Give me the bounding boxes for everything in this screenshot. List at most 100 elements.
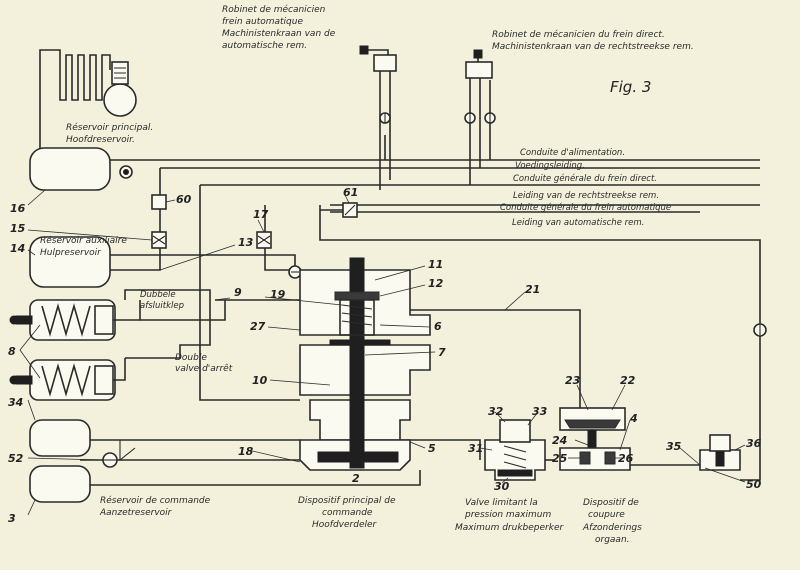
num-60: 60 bbox=[176, 193, 192, 206]
num-22: 22 bbox=[620, 374, 636, 387]
num-19: 19 bbox=[270, 288, 286, 301]
num-7: 7 bbox=[438, 346, 446, 359]
num-3: 3 bbox=[8, 512, 16, 525]
leader-lines bbox=[19, 189, 746, 516]
num-36: 36 bbox=[746, 437, 762, 450]
label-limiter-1: Valve limitant la bbox=[465, 498, 538, 508]
num-27: 27 bbox=[250, 320, 266, 333]
label-aux-res-2: Hulpreservoir bbox=[40, 248, 102, 258]
brake-spring-lower bbox=[41, 363, 91, 397]
distributor-spindle bbox=[349, 257, 365, 469]
main-reservoir bbox=[29, 147, 111, 191]
label-double-valve-nl-2: afsluitklep bbox=[140, 301, 184, 311]
limiter-cap bbox=[499, 419, 531, 443]
num-10: 10 bbox=[252, 374, 268, 387]
num-2: 2 bbox=[352, 472, 360, 485]
num-8: 8 bbox=[8, 345, 16, 358]
num-13: 13 bbox=[238, 236, 254, 249]
num-14: 14 bbox=[10, 242, 25, 255]
auto-brake-valve-handle bbox=[373, 54, 397, 72]
label-auto-valve-2: frein automatique bbox=[222, 17, 303, 27]
compressor-coil bbox=[39, 49, 137, 161]
aux-reservoir bbox=[29, 236, 111, 288]
figure-label: Fig. 3 bbox=[610, 78, 651, 96]
num-34: 34 bbox=[8, 396, 23, 409]
num-15: 15 bbox=[10, 222, 26, 235]
cooling-coil bbox=[39, 49, 111, 160]
label-main-res-2: Hoofdreservoir. bbox=[66, 135, 135, 145]
num-52: 52 bbox=[8, 452, 24, 465]
label-pipe-1: Conduite d'alimentation. bbox=[520, 148, 625, 158]
label-distributor-3: Hoofdverdeler bbox=[312, 520, 378, 530]
compressor-icon bbox=[103, 83, 137, 117]
auto-valve-pipes bbox=[379, 70, 391, 190]
label-direct-valve-2: Machinistenkraan van de rechtstreekse re… bbox=[492, 42, 694, 52]
pipe-5 bbox=[400, 439, 481, 460]
label-cutoff-1: Dispositif de bbox=[583, 498, 639, 508]
label-cutoff-2: coupure bbox=[588, 510, 625, 520]
brake-spring-upper bbox=[41, 303, 91, 337]
brake-cylinders bbox=[9, 299, 140, 401]
aux-line bbox=[264, 205, 300, 271]
num-50: 50 bbox=[746, 478, 762, 491]
num-16: 16 bbox=[10, 202, 26, 215]
label-cutoff-4: orgaan. bbox=[595, 535, 630, 545]
num-32: 32 bbox=[488, 405, 504, 418]
num-18: 18 bbox=[238, 445, 254, 458]
label-cmd-res-1: Réservoir de commande bbox=[100, 495, 211, 506]
component-36 bbox=[699, 434, 741, 471]
cutoff-device bbox=[559, 407, 631, 471]
reservoirs bbox=[29, 147, 111, 503]
pipe-3 bbox=[80, 470, 421, 486]
num-33: 33 bbox=[532, 405, 548, 418]
label-limiter-3: Maximum drukbeperker bbox=[455, 523, 564, 533]
limiter-spring bbox=[503, 445, 527, 469]
num-6: 6 bbox=[434, 320, 442, 333]
label-double-valve-nl-1: Dubbele bbox=[140, 290, 176, 300]
num-31: 31 bbox=[468, 442, 483, 455]
label-pipe-3: Conduite générale du frein direct. bbox=[513, 173, 657, 184]
num-11: 11 bbox=[428, 258, 443, 271]
num-30: 30 bbox=[494, 480, 510, 493]
piston-2 bbox=[317, 451, 399, 463]
double-valve-pipe bbox=[124, 289, 211, 359]
valve-60 bbox=[151, 194, 167, 210]
spring-19 bbox=[341, 304, 373, 326]
num-17: 17 bbox=[253, 208, 269, 221]
main-distributor bbox=[299, 257, 431, 471]
num-12: 12 bbox=[428, 277, 444, 290]
pipe-network bbox=[80, 70, 761, 486]
label-distributor-1: Dispositif principal de bbox=[298, 496, 396, 506]
vent-symbol bbox=[119, 440, 136, 462]
num-35: 35 bbox=[666, 440, 682, 453]
label-distributor-2: commande bbox=[322, 508, 373, 518]
diaphragm-12 bbox=[334, 291, 380, 301]
label-auto-valve-3: Machinistenkraan van de bbox=[222, 29, 336, 39]
label-pipe-4: Leiding van de rechtstreekse rem. bbox=[513, 191, 659, 201]
label-pipe-5: Conduite générale du frein automatique bbox=[500, 202, 671, 213]
num-61: 61 bbox=[343, 186, 358, 199]
label-auto-valve-4: automatische rem. bbox=[222, 41, 307, 51]
pipe-21 bbox=[375, 309, 581, 410]
brake-cyl-pipe bbox=[139, 300, 226, 321]
num-9: 9 bbox=[234, 286, 242, 299]
reservoir-34 bbox=[29, 419, 91, 457]
label-aux-res-1: Réservoir auxiliaire bbox=[40, 235, 127, 246]
drivers-brake-valves bbox=[359, 45, 493, 79]
label-pipe-2: Voedingsleiding. bbox=[515, 161, 585, 171]
auto-pipe-to-right bbox=[319, 205, 761, 481]
label-direct-valve-1: Robinet de mécanicien du frein direct. bbox=[492, 29, 665, 40]
label-main-res-1: Réservoir principal. bbox=[66, 122, 153, 133]
num-24: 24 bbox=[552, 434, 567, 447]
command-reservoir bbox=[29, 465, 91, 503]
label-limiter-2: pression maximum bbox=[464, 510, 551, 520]
label-cmd-res-2: Aanzetreservoir bbox=[99, 508, 173, 518]
label-pipe-6: Leiding van automatische rem. bbox=[512, 218, 644, 228]
label-cutoff-3: Afzonderings bbox=[582, 523, 642, 533]
num-4: 4 bbox=[629, 412, 638, 425]
num-21: 21 bbox=[525, 283, 540, 296]
label-double-valve-fr-2: valve d'arrêt bbox=[175, 363, 233, 374]
distributor-mid-body bbox=[299, 344, 431, 396]
max-pressure-limiter bbox=[484, 419, 546, 481]
